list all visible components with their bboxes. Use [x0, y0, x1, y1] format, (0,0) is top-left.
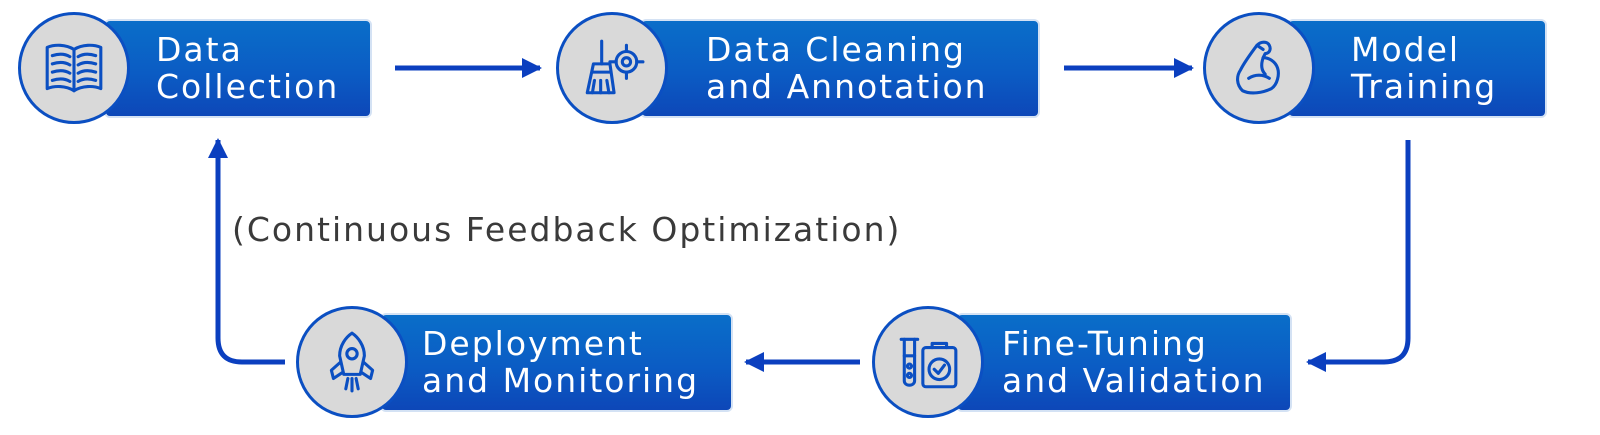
- node-box: [1287, 19, 1547, 118]
- node-label-line-1: Data Cleaning: [706, 30, 966, 69]
- node-fine-tuning: Fine-Tuning and Validation: [872, 306, 1292, 418]
- rocket-icon: [329, 331, 375, 393]
- open-book-icon: [45, 43, 103, 93]
- flexed-bicep-icon: [1236, 40, 1280, 95]
- broom-target-icon: [585, 39, 645, 95]
- node-data-cleaning: Data Cleaning and Annotation: [556, 12, 1040, 124]
- node-icon-circle: [556, 12, 668, 124]
- node-label: Model Training: [1351, 12, 1541, 124]
- arrow-feedback-loop: [208, 138, 285, 365]
- node-label: Data Collection: [156, 12, 366, 124]
- arrow-training-to-finetuning: [1306, 140, 1411, 372]
- node-label-line-1: Model: [1351, 30, 1461, 69]
- node-label-line-2: and Annotation: [706, 67, 988, 106]
- node-data-collection: Data Collection: [18, 12, 372, 124]
- node-icon-circle: [872, 306, 984, 418]
- node-label-line-1: Data: [156, 30, 243, 69]
- node-model-training: Model Training: [1203, 12, 1547, 124]
- node-label: Data Cleaning and Annotation: [706, 12, 1034, 124]
- node-label-line-2: and Validation: [1002, 361, 1266, 400]
- node-box: [380, 313, 733, 412]
- node-deployment: Deployment and Monitoring: [296, 306, 733, 418]
- node-icon-circle: [18, 12, 130, 124]
- node-label-line-1: Deployment: [422, 324, 644, 363]
- node-label: Deployment and Monitoring: [422, 306, 727, 418]
- node-box: [104, 19, 372, 118]
- node-label: Fine-Tuning and Validation: [1002, 306, 1286, 418]
- node-box: [956, 313, 1292, 412]
- feedback-loop-label: (Continuous Feedback Optimization): [232, 210, 902, 249]
- node-label-line-1: Fine-Tuning: [1002, 324, 1208, 363]
- node-label-line-2: Training: [1351, 67, 1498, 106]
- node-label-line-2: and Monitoring: [422, 361, 700, 400]
- test-tube-clipboard-icon: [899, 337, 958, 389]
- node-icon-circle: [1203, 12, 1315, 124]
- node-icon-circle: [296, 306, 408, 418]
- node-label-line-2: Collection: [156, 67, 340, 106]
